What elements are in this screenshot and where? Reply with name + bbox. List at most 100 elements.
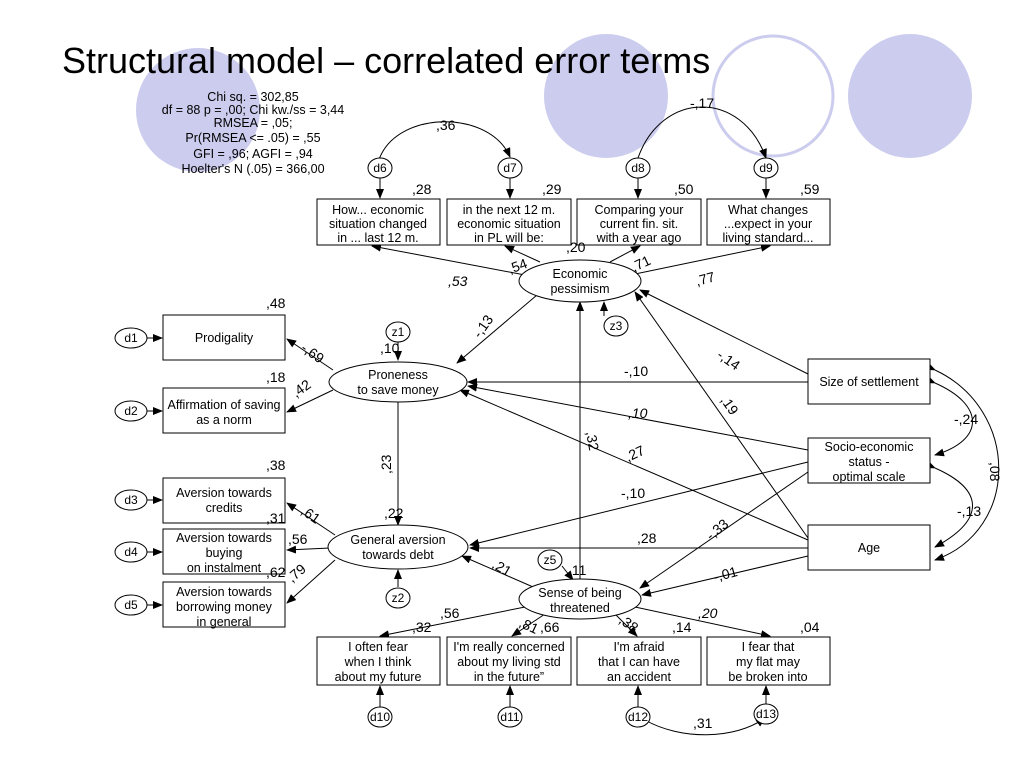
cov-arc-d12-d13 [635,712,766,736]
indicator-box-bottom4 [706,636,831,686]
indicator-box-bottom3 [576,636,702,686]
indicator-label: be broken into [728,670,807,684]
top-indicators: How... economic situation changed in ...… [316,181,831,246]
cov-arc-settlement-ses [925,375,973,457]
indicator-label: Aversion towards [176,531,272,545]
error-node-d8 [625,157,651,179]
coef-label: -,13 [469,312,496,341]
cov-arc-ses-age [925,460,973,548]
exogenous-box-age [807,524,931,571]
exogenous-box-ses [807,437,931,484]
coef-label: -,69 [298,339,327,366]
stat-line: GFI = ,96; AGFI = ,94 [193,147,313,161]
path-threat-b2 [511,613,546,637]
path-threat-b1 [379,606,526,639]
r2-label: ,32 [412,619,432,635]
error-label: d5 [124,598,138,612]
error-node-d2 [114,400,148,422]
indicator-label: borrowing money [176,600,273,614]
r2-label: ,48 [266,295,286,311]
indicator-label: that I can have [598,655,680,669]
indicator-label: in the next 12 m. [463,203,555,217]
indicator-label: living standard... [722,231,813,245]
cov-arc-d8-d9 [631,106,767,168]
indicator-label: an accident [607,670,671,684]
coef-label: ,38 [616,611,641,635]
decor-circle-2 [544,34,668,158]
exogenous-label: Size of settlement [819,375,919,389]
coef-label: ,20 [698,605,718,621]
coef-label: -,17 [690,95,714,111]
path-threat-aversion [461,555,541,591]
indicator-box-top4 [706,198,831,246]
path-econ-top2 [504,245,541,263]
indicator-label: about my living std [457,655,561,669]
coef-label: -,13 [957,503,981,519]
indicator-box-bottom2 [446,636,572,686]
path-threat-b4 [634,606,771,639]
indicator-label: What changes [728,203,808,217]
r2-label: ,62 [266,564,286,580]
latent-label: General aversion [350,533,445,547]
path-threat-b3 [614,613,638,637]
error-label: d9 [759,161,773,175]
fit-statistics: Chi sq. = 302,85 df = 88 p = ,00; Chi kw… [162,90,344,176]
error-label: d12 [628,710,648,724]
exogenous-box-settlement [807,358,931,405]
cov-arc-settlement-age [925,362,1000,561]
indicator-box-prodigality [162,314,286,361]
indicator-label: I'm really concerned [453,640,565,654]
indicator-label: Prodigality [195,331,254,345]
coef-label: ,53 [448,273,468,289]
r2-label: ,29 [542,181,562,197]
latent-economic-pessimism [518,259,642,303]
decorative-circles [136,34,972,172]
disturbance-z5 [537,549,563,571]
latent-label: Economic [553,267,608,281]
decor-circle-1 [136,48,260,172]
coef-label: ,61 [298,502,323,526]
exogenous-label: Age [858,541,880,555]
path-ses-aversion [469,461,809,547]
coef-label: ,32 [583,430,602,452]
exogenous-label: status - [849,455,890,469]
proneness-indicators: Prodigality ,48 Affirmation of saving as… [114,295,286,434]
path-econ-top1 [371,243,526,276]
latent-label: Sense of being [538,586,621,600]
r2-label: ,38 [266,457,286,473]
path-aversion-borrowing [286,559,336,604]
indicator-label: current fin. sit. [600,217,679,231]
r2-label: ,04 [800,619,820,635]
indicator-label: in general [197,615,252,629]
coef-label: ,36 [436,117,456,133]
smc-label: ,22 [384,505,404,521]
indicator-label: Comparing your [595,203,684,217]
indicator-box-saving [162,387,286,434]
disturbance-label: z5 [544,553,557,567]
latent-label: threatened [550,601,610,615]
latent-label: Proneness [368,368,428,382]
error-label: d6 [373,161,387,175]
disturbance-z3 [603,315,629,337]
r2-label: ,18 [266,369,286,385]
indicator-label: I fear that [742,640,795,654]
path-aversion-credits [286,502,336,536]
path-settlement-econ [639,289,809,375]
path-age-econ [634,291,809,539]
coef-label: ,23 [378,454,394,474]
r2-label: ,59 [800,181,820,197]
coef-label: ,28 [637,530,657,546]
error-node-d3 [114,489,148,511]
path-prone-prodigality [286,338,334,371]
indicator-label: as a norm [196,413,252,427]
indicator-box-top1 [316,198,441,246]
error-label: d3 [124,493,138,507]
indicator-box-top3 [576,198,702,246]
coef-label: ,56 [288,531,308,547]
error-label: d8 [631,161,645,175]
indicator-label: with a year ago [596,231,682,245]
coef-label: -,01 [712,563,740,585]
indicator-box-top2 [446,198,572,246]
coef-label: ,56 [440,605,460,621]
coef-label: -,24 [954,411,978,427]
